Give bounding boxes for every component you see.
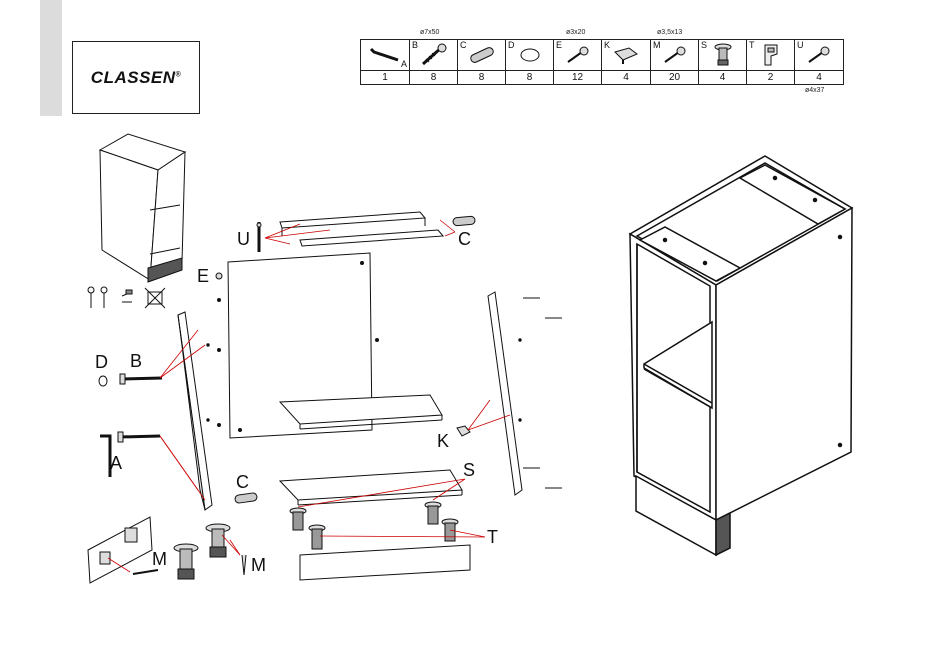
- right-side-panel: [488, 292, 522, 495]
- callout-M-right: M: [251, 556, 266, 574]
- callout-C-top: C: [458, 230, 471, 248]
- left-side-panel: [178, 312, 212, 510]
- callout-A: A: [110, 454, 122, 472]
- bottom-panel: [280, 470, 462, 500]
- plinth-panel: [300, 545, 470, 580]
- callout-S: S: [463, 461, 475, 479]
- callout-K: K: [437, 432, 449, 450]
- plinth-clip-detail: [88, 517, 246, 583]
- callout-D: D: [95, 353, 108, 371]
- assembled-cabinet: [630, 156, 852, 555]
- callout-C-bottom: C: [236, 473, 249, 491]
- callout-U: U: [237, 230, 250, 248]
- cabinet-thumbnail: [100, 134, 185, 282]
- callout-T: T: [487, 528, 498, 546]
- two-person-assembly-icon: [88, 287, 165, 308]
- callout-B: B: [130, 352, 142, 370]
- adjustable-legs: [290, 502, 458, 549]
- top-rails: [280, 212, 443, 246]
- callout-M-left: M: [152, 550, 167, 568]
- callout-E: E: [197, 267, 209, 285]
